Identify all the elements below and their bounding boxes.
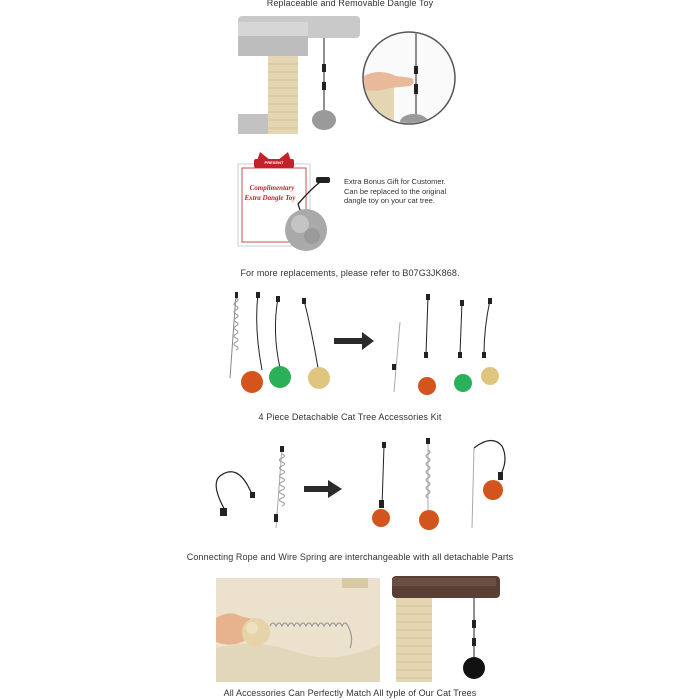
gift-card-ribbon-label: PRESENT bbox=[264, 160, 284, 165]
caption-accessories-match: All Accessories Can Perfectly Match All … bbox=[223, 688, 477, 698]
bonus-note-line2: Can be replaced to the original bbox=[344, 186, 447, 196]
gift-card-title-line1: Complimentary bbox=[249, 184, 295, 192]
gift-card-complimentary-dangle-toy: PRESENT Complimentary Extra Dangle Toy bbox=[236, 150, 340, 252]
photo-cat-tree-dangle-toy bbox=[238, 14, 462, 134]
caption-interchangeable-parts: Connecting Rope and Wire Spring are inte… bbox=[186, 552, 514, 562]
photo-accessories-kit-assembly bbox=[222, 288, 508, 398]
photo-cat-tree-with-pom-pom bbox=[392, 576, 500, 682]
caption-accessories-kit: 4 Piece Detachable Cat Tree Accessories … bbox=[258, 412, 442, 422]
gift-card-title-line2: Extra Dangle Toy bbox=[244, 194, 296, 202]
bonus-note-line1: Extra Bonus Gift for Customer. bbox=[344, 177, 446, 186]
bonus-note-line3: dangle toy on your cat tree. bbox=[344, 196, 435, 205]
bonus-gift-note: Extra Bonus Gift for Customer. Can be re… bbox=[344, 177, 446, 206]
photo-rope-spring-interchange bbox=[212, 434, 512, 534]
photo-hand-with-spring-ball-toy bbox=[216, 578, 380, 682]
caption-more-replacements: For more replacements, please refer to B… bbox=[240, 268, 460, 278]
caption-replaceable-dangle-toy: Replaceable and Removable Dangle Toy bbox=[266, 0, 434, 8]
